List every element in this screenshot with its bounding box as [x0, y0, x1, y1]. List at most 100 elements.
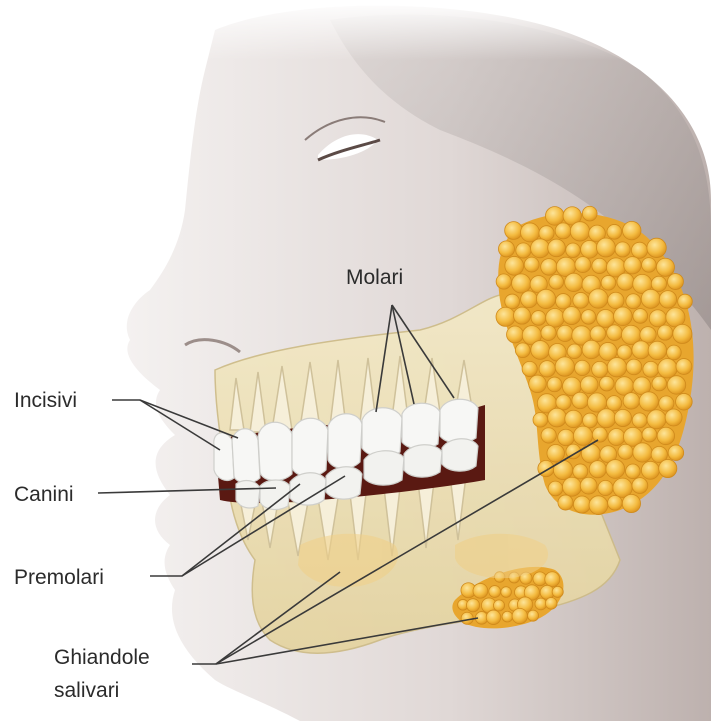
gland-lobule: [548, 408, 567, 427]
gland-lobule: [533, 412, 548, 427]
gland-lobule: [607, 358, 626, 377]
gland-lobule: [598, 480, 613, 495]
gland-lobule: [505, 294, 520, 309]
gland-lobule: [514, 307, 531, 324]
gland-lobule: [665, 409, 682, 426]
gland-lobule: [678, 294, 693, 309]
gland-lobule: [617, 345, 632, 360]
gland-lobule: [590, 326, 606, 342]
gland-lobule: [531, 239, 550, 258]
gland-lobule: [521, 291, 538, 308]
gland-lobule: [581, 241, 599, 259]
gland-lobule: [607, 325, 623, 341]
gland-lobule: [649, 310, 666, 327]
gland-lobule: [565, 273, 583, 291]
gland-lobule: [659, 459, 677, 477]
gland-lobule: [583, 413, 598, 428]
gland-lobule: [622, 494, 640, 512]
label-incisivi: Incisivi: [14, 389, 77, 412]
gland-lobule: [592, 258, 607, 273]
gland-lobule: [512, 274, 531, 293]
gland-lobule: [557, 325, 573, 341]
gland-lobule: [589, 461, 606, 478]
gland-lobule: [608, 495, 623, 510]
gland-lobule: [580, 477, 597, 494]
gland-lobule: [589, 289, 608, 308]
gland-lobule: [606, 396, 621, 411]
gland-lobule: [676, 359, 692, 375]
gland-lobule: [580, 376, 598, 394]
gland-lobule: [558, 429, 575, 446]
gland-lobule: [618, 444, 633, 459]
label-canini: Canini: [14, 483, 74, 506]
gland-lobule: [581, 310, 596, 325]
gland-lobule: [667, 345, 682, 360]
gland-lobule: [659, 291, 676, 308]
gland-lobule: [548, 239, 566, 257]
gland-lobule: [667, 274, 683, 290]
gland-lobule: [562, 477, 581, 496]
gland-lobule: [496, 274, 511, 289]
gland-lobule: [505, 256, 524, 275]
gland-lobule: [573, 292, 589, 308]
gland-lobule: [529, 375, 547, 393]
gland-lobule: [617, 273, 634, 290]
gland-lobule: [556, 395, 571, 410]
gland-lobule: [567, 344, 582, 359]
gland-lobule: [541, 428, 556, 443]
gland-lobule: [624, 257, 641, 274]
gland-lobule: [575, 257, 591, 273]
gland-lobule: [589, 496, 608, 515]
gland-lobule: [592, 427, 607, 442]
gland-lobule: [626, 359, 642, 375]
gland-lobule: [641, 461, 659, 479]
gland-lobule: [614, 307, 633, 326]
gland-lobule: [631, 242, 647, 258]
gland-lobule: [641, 289, 660, 308]
gland-lobule: [555, 357, 574, 376]
gland-lobule: [558, 495, 573, 510]
gland-lobule: [647, 238, 666, 257]
gland-lobule: [606, 460, 625, 479]
gland-lobule: [545, 598, 557, 610]
gland-lobule: [548, 481, 563, 496]
gland-lobule: [582, 206, 597, 221]
gland-lobule: [575, 360, 590, 375]
gland-lobule: [658, 325, 673, 340]
gland-lobule: [642, 427, 657, 442]
gland-lobule: [536, 289, 555, 308]
gland-lobule: [515, 343, 530, 358]
gland-lobule: [541, 259, 558, 276]
gland-lobule: [596, 238, 615, 257]
gland-lobule: [601, 275, 616, 290]
gland-lobule: [676, 393, 693, 410]
gland-lobule: [673, 324, 692, 343]
gland-lobule: [512, 608, 527, 623]
gland-lobule: [545, 207, 564, 226]
gland-lobule: [535, 598, 547, 610]
gland-lobule: [549, 275, 564, 290]
gland-lobule: [546, 309, 565, 328]
gland-lobule: [516, 243, 531, 258]
gland-lobule: [507, 326, 524, 343]
gland-lobule: [581, 444, 600, 463]
gland-lobule: [626, 464, 641, 479]
gland-lobule: [573, 426, 592, 445]
gland-lobule: [547, 377, 562, 392]
gland-lobule: [570, 222, 589, 241]
gland-lobule: [608, 429, 625, 446]
gland-lobule: [565, 410, 582, 427]
gland-lobule: [528, 610, 539, 621]
gland-lobule: [573, 496, 590, 513]
gland-lobule: [639, 392, 658, 411]
gland-lobule: [614, 409, 631, 426]
gland-lobule: [632, 478, 648, 494]
label-salivari: salivari: [54, 679, 119, 702]
gland-lobule: [597, 309, 615, 327]
gland-lobule: [599, 376, 614, 391]
gland-lobule: [496, 307, 515, 326]
gland-lobule: [489, 586, 501, 598]
gland-lobule: [545, 572, 560, 587]
gland-lobule: [461, 612, 473, 624]
gland-lobule: [647, 410, 666, 429]
